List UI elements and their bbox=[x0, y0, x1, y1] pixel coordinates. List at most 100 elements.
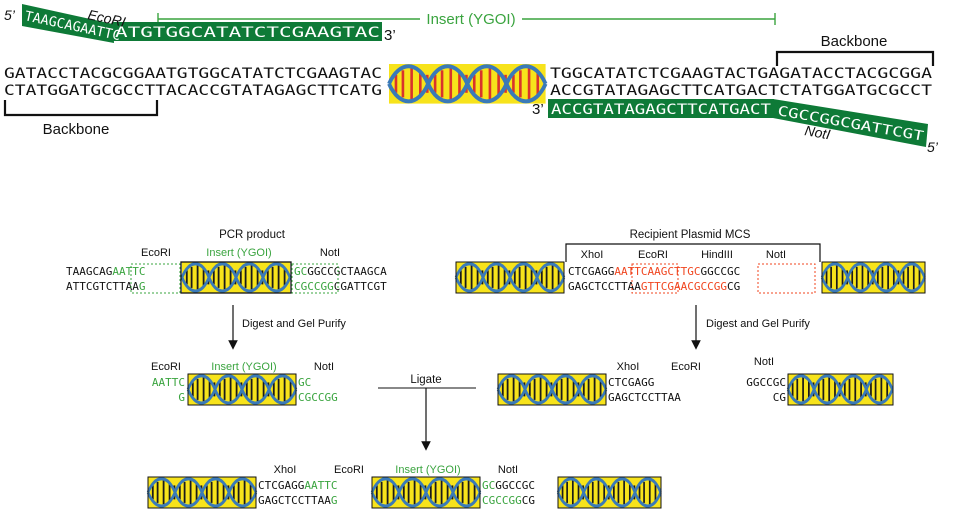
final-bottom-left: GAGCTCCTTAAG bbox=[258, 494, 337, 507]
digested-vector-ecori-label: EcoRI bbox=[671, 361, 701, 373]
plasmid-xhoi-label: XhoI bbox=[581, 249, 604, 261]
plasmid-top-black: CTCGAGG bbox=[568, 265, 614, 278]
digested-insert-helix bbox=[186, 372, 298, 407]
digested-vector-left-bottom: GAGCTCCTTAA bbox=[608, 391, 681, 404]
pcr-bottom-right: CGCCGGCGATTCGT bbox=[294, 280, 387, 293]
digested-vector-right-top: GGCCGC bbox=[746, 376, 786, 389]
final-helix-left bbox=[146, 475, 258, 510]
digest-arrow-right: Digest and Gel Purify bbox=[691, 305, 810, 350]
insert-span-bracket bbox=[157, 13, 776, 25]
pcr-bot-right-green: CGCCGG bbox=[294, 280, 334, 293]
template-right-bottom: ACCGTATAGAGCTTCATGACTCTATGGATGCGCCT bbox=[550, 83, 932, 99]
backbone-bracket-left bbox=[3, 100, 159, 117]
top-schematic: Insert (YGOI) TAAGCAGAATTC ATGTGGCATATCT… bbox=[3, 4, 939, 155]
final-top-black1: CTCGAGG bbox=[258, 479, 304, 492]
digested-vector-noti-label: NotI bbox=[754, 356, 774, 368]
primer-fwd-anneal: ATGTGGCATATCTCGAAGTAC bbox=[115, 25, 380, 41]
pcr-ecori-label: EcoRI bbox=[141, 247, 171, 259]
pcr-bottom-strand: ATTCGTCTTAAG bbox=[66, 280, 145, 293]
digested-vector-helix-left bbox=[496, 372, 608, 407]
final-bot-black1: GAGCTCCTTAA bbox=[258, 494, 331, 507]
final-ecori-label: EcoRI bbox=[334, 464, 364, 476]
digested-vector-helix-right bbox=[786, 372, 894, 407]
pcr-top-right: GCGGCCGCTAAGCA bbox=[294, 265, 387, 278]
plasmid-top-end: GGCCGC bbox=[700, 265, 740, 278]
pcr-noti-site-box bbox=[291, 263, 339, 294]
noti-site-label-top: NotI bbox=[803, 122, 831, 142]
plasmid-ecori-label: EcoRI bbox=[638, 249, 668, 261]
final-helix-right bbox=[556, 475, 663, 510]
pcr-bot-left-black: ATTCGTCTTAA bbox=[66, 280, 139, 293]
primer-rev-5prime: 5’ bbox=[927, 139, 939, 155]
pcr-top-left-black: TAAGCAG bbox=[66, 265, 112, 278]
final-top-green2: GC bbox=[482, 479, 495, 492]
pcr-ecori-site-box bbox=[130, 263, 181, 294]
digested-insert-insert-label: Insert (YGOI) bbox=[211, 361, 276, 373]
recipient-plasmid: Recipient Plasmid MCS XhoI EcoRI HindIII… bbox=[454, 229, 927, 295]
primer-rev-anneal: ACCGTATAGAGCTTCATGACT bbox=[551, 102, 772, 118]
template-helix bbox=[389, 64, 546, 104]
template-left-top: GATACCTACGCGGAATGTGGCATATCTCGAAGTAC bbox=[4, 66, 382, 82]
ligated-product: XhoI EcoRI Insert (YGOI) NotI CTCGAGGAAT… bbox=[146, 464, 663, 510]
digest-arrow-left: Digest and Gel Purify bbox=[228, 305, 346, 350]
digested-vector-left-top: CTCGAGG bbox=[608, 376, 654, 389]
insert-label: Insert (YGOI) bbox=[426, 11, 515, 28]
plasmid-bot-end: CG bbox=[727, 280, 740, 293]
digested-insert-left-bottom: G bbox=[178, 391, 185, 404]
plasmid-title: Recipient Plasmid MCS bbox=[630, 229, 751, 241]
primer-fwd-5prime: 5’ bbox=[4, 7, 16, 23]
pcr-product: PCR product EcoRI Insert (YGOI) NotI TAA… bbox=[66, 229, 387, 295]
mcs-bracket bbox=[565, 243, 821, 262]
digested-insert-noti-label: NotI bbox=[314, 361, 334, 373]
final-bottom-right: CGCCGGCG bbox=[482, 494, 535, 507]
final-bot-green2: CGCCGG bbox=[482, 494, 522, 507]
plasmid-top-strand: CTCGAGGAATTCAAGCTTGCGGCCGC bbox=[568, 265, 740, 278]
plasmid-helix-right bbox=[820, 260, 927, 295]
pcr-top-strand: TAAGCAGAATTC bbox=[66, 265, 145, 278]
plasmid-noti-label: NotI bbox=[766, 249, 786, 261]
final-bot-black2: CG bbox=[522, 494, 535, 507]
plasmid-top-red: AATTCAAGCTTGC bbox=[614, 265, 700, 278]
digested-vector-right-bottom: CG bbox=[773, 391, 786, 404]
final-insert-label: Insert (YGOI) bbox=[395, 464, 460, 476]
plasmid-hindiii-label: HindIII bbox=[701, 249, 733, 261]
digested-insert-right-top: GC bbox=[298, 376, 311, 389]
pcr-insert-label: Insert (YGOI) bbox=[206, 247, 271, 259]
backbone-label-left: Backbone bbox=[43, 121, 110, 138]
pcr-bot-right-black: CGATTCGT bbox=[334, 280, 387, 293]
primer-fwd-3prime: 3’ bbox=[384, 27, 396, 44]
plasmid-helix-left bbox=[454, 260, 566, 295]
digest-label-right: Digest and Gel Purify bbox=[706, 318, 810, 330]
final-helix-insert bbox=[370, 475, 482, 510]
pcr-helix bbox=[180, 260, 292, 295]
final-top-left: CTCGAGGAATTC bbox=[258, 479, 337, 492]
pcr-top-right-green: GC bbox=[294, 265, 307, 278]
pcr-product-title: PCR product bbox=[219, 229, 286, 241]
ligate-label: Ligate bbox=[410, 374, 441, 386]
final-bot-green1: G bbox=[331, 494, 338, 507]
plasmid-bot-black: GAGCTCCTTAA bbox=[568, 280, 641, 293]
final-noti-label: NotI bbox=[498, 464, 518, 476]
plasmid-bottom-strand: GAGCTCCTTAAGTTCGAACGCCGGCG bbox=[568, 280, 740, 293]
pcr-bot-left-green: G bbox=[139, 280, 146, 293]
ecori-site-label-top: EcoRI bbox=[86, 6, 127, 30]
pcr-top-left-green: AATTC bbox=[112, 265, 145, 278]
reverse-primer: 3’ ACCGTATAGAGCTTCATGACT CGCCGGCGATTCGT … bbox=[532, 99, 939, 155]
digested-insert-left-top: AATTC bbox=[152, 376, 185, 389]
digested-insert-ecori-label: EcoRI bbox=[151, 361, 181, 373]
digested-insert-right-bottom: CGCCGG bbox=[298, 391, 338, 404]
pcr-noti-label: NotI bbox=[320, 247, 340, 259]
template-left-bottom: CTATGGATGCGCCTTACACCGTATAGAGCTTCATG bbox=[4, 83, 382, 99]
final-top-right: GCGGCCGC bbox=[482, 479, 535, 492]
final-xhoi-label: XhoI bbox=[274, 464, 297, 476]
primer-rev-3prime: 3’ bbox=[532, 101, 544, 118]
backbone-label-right: Backbone bbox=[821, 33, 888, 50]
digested-insert: EcoRI Insert (YGOI) NotI AATTC G GC CGCC… bbox=[151, 361, 338, 407]
plasmid-noti-site-box bbox=[757, 263, 816, 294]
final-top-black2: GGCCGC bbox=[495, 479, 535, 492]
pcr-top-right-black: GGCCGCTAAGCA bbox=[307, 265, 387, 278]
final-top-green1: AATTC bbox=[304, 479, 337, 492]
digested-vector: XhoI EcoRI NotI CTCGAGG GAGCTCCTTAA GGCC… bbox=[496, 356, 894, 407]
template-right-top: TGGCATATCTCGAAGTACTGAGATACCTACGCGGA bbox=[550, 66, 932, 82]
